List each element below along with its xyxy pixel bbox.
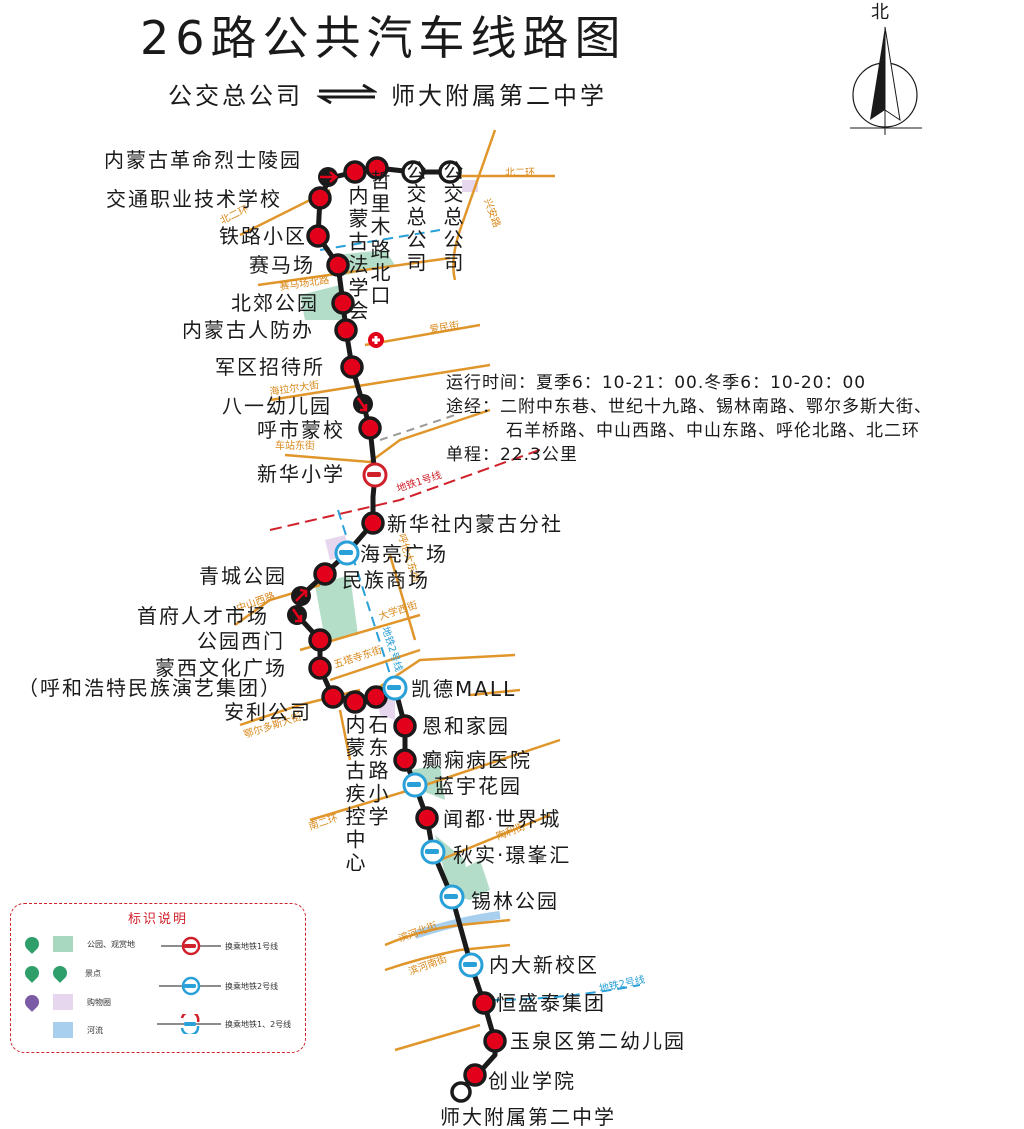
river-swatch [53, 1022, 73, 1038]
page-title: 26路公共汽车线路图 [140, 11, 627, 65]
stop-label: 凯德MALL [411, 677, 517, 701]
stop-label: 创业学院 [488, 1069, 576, 1093]
stop-label: 蒙西文化广场 [155, 656, 287, 680]
stop-label: 公交总公司 [440, 160, 464, 275]
shopping-bag-pin-icon [22, 992, 42, 1012]
stop-label: 八一幼儿园 [222, 394, 332, 418]
svg-text:滨河北街: 滨河北街 [397, 919, 439, 945]
stop-label: 癫痫病医院 [422, 748, 532, 772]
stop-label: 恒盛泰集团 [496, 991, 606, 1015]
legend-metro-1-2: 换乘地铁1、2号线 [157, 1014, 291, 1034]
stop-label: 内蒙古法学会 [345, 185, 369, 323]
stop-label: 民族商场 [342, 568, 430, 592]
castle-pin-icon [50, 963, 70, 983]
svg-text:地铁1号线: 地铁1号线 [395, 468, 443, 495]
hospital-icon [368, 332, 384, 348]
stop-label: 师大附属第二中学 [440, 1105, 616, 1129]
svg-text:南二环: 南二环 [307, 811, 340, 833]
stop-label: 北郊公园 [231, 291, 319, 315]
stop-label: 闻都·世界城 [443, 807, 562, 831]
stop-label: 内大新校区 [489, 953, 599, 977]
stop-label: 恩和家园 [422, 714, 510, 738]
metro-line-2-label: 地铁2号线 [379, 625, 406, 673]
stop-label: 内蒙古人防办 [182, 318, 314, 342]
stop-label: 赛马场 [249, 253, 315, 277]
stop-label: 公交总公司 [403, 160, 427, 275]
stop-label: 新华小学 [257, 462, 345, 486]
metro-line-2 [319, 229, 641, 1001]
north-label: 北 [871, 2, 889, 23]
metro-1-transfer-icon [362, 462, 388, 488]
svg-text:兴安路: 兴安路 [481, 197, 503, 230]
svg-text:车站东街: 车站东街 [275, 439, 315, 452]
stop-label: 铁路小区 [219, 224, 307, 248]
shopping-swatch [53, 994, 73, 1010]
stop-label: 首府人才市场 [137, 604, 269, 628]
svg-text:北二环: 北二环 [505, 167, 535, 179]
legend: 标识说明 公园、观赏地 景点 购物圈 河流 换乘地铁1号线 换乘地铁2号线 [10, 903, 306, 1053]
metro-transfer-icons [334, 462, 484, 978]
north-arrow-icon [850, 26, 922, 135]
stop-label: 安利公司 [224, 700, 312, 724]
route-direction: 公交总公司 师大附属第二中学 [168, 76, 607, 111]
park-pin-icon [22, 934, 42, 954]
stop-label: 蓝宇花园 [434, 774, 522, 798]
stop-label: 公园西门 [197, 629, 285, 653]
svg-text:五塔寺东街: 五塔寺东街 [332, 643, 384, 671]
svg-text:爱民街: 爱民街 [428, 318, 460, 336]
stop-label: 新华社内蒙古分社 [387, 512, 563, 536]
stop-label: 锡林公园 [471, 889, 559, 913]
legend-park: 公园、观赏地 [22, 934, 135, 954]
legend-scenic: 景点 [22, 963, 101, 983]
legend-metro-1: 换乘地铁1号线 [161, 936, 278, 956]
tree-pin-icon [22, 963, 42, 983]
origin-terminal: 公交总公司 [168, 82, 303, 110]
route-distance: 单程：22.3公里 [446, 445, 578, 465]
stop-label: 哲里木路北口 [367, 170, 391, 308]
operating-hours: 运行时间：夏季6：10-21：00.冬季6：10-20：00 [446, 373, 867, 393]
svg-text:滨河南街: 滨河南街 [407, 952, 449, 978]
stop-label: 海亮广场 [360, 542, 448, 566]
legend-river: 河流 [53, 1022, 103, 1038]
gray-dashed-road [379, 414, 456, 441]
stop-label: 秋实·璟峯汇 [453, 843, 572, 867]
stop-label: 青城公园 [199, 564, 287, 588]
stop-label: 军区招待所 [215, 355, 325, 379]
stop-label: 内蒙古革命烈士陵园 [104, 148, 302, 172]
svg-text:大学西街: 大学西街 [377, 598, 419, 623]
legend-shopping: 购物圈 [22, 992, 111, 1012]
metro-1-2-transfer-icon [157, 1014, 221, 1034]
metro-2-transfer-icon [159, 976, 221, 996]
stop-label-note: （呼和浩特民族演艺集团） [18, 676, 282, 700]
stop-label: 交通职业技术学校 [106, 187, 282, 211]
bidirectional-arrows-icon [317, 83, 377, 104]
stop-label: 玉泉区第二幼儿园 [510, 1029, 686, 1053]
destination-terminal: 师大附属第二中学 [391, 82, 607, 110]
park-swatch [53, 936, 73, 952]
route-info: 运行时间：夏季6：10-21：00.冬季6：10-20：00 途经：二附中东巷、… [446, 371, 932, 467]
via-streets-continued: 石羊桥路、中山西路、中山东路、呼伦北路、北二环 [506, 421, 920, 441]
legend-title: 标识说明 [127, 912, 188, 927]
legend-metro-2: 换乘地铁2号线 [159, 976, 278, 996]
via-streets: 途经：二附中东巷、世纪十九路、锡林南路、鄂尔多斯大街、 [446, 397, 932, 417]
stop-label: 石东路小学 [365, 714, 389, 829]
stop-label: 呼市蒙校 [257, 418, 345, 442]
stop-label: 内蒙古疾控中心 [342, 714, 366, 875]
metro-1-transfer-icon [161, 936, 221, 956]
stop-markers [287, 156, 507, 1103]
